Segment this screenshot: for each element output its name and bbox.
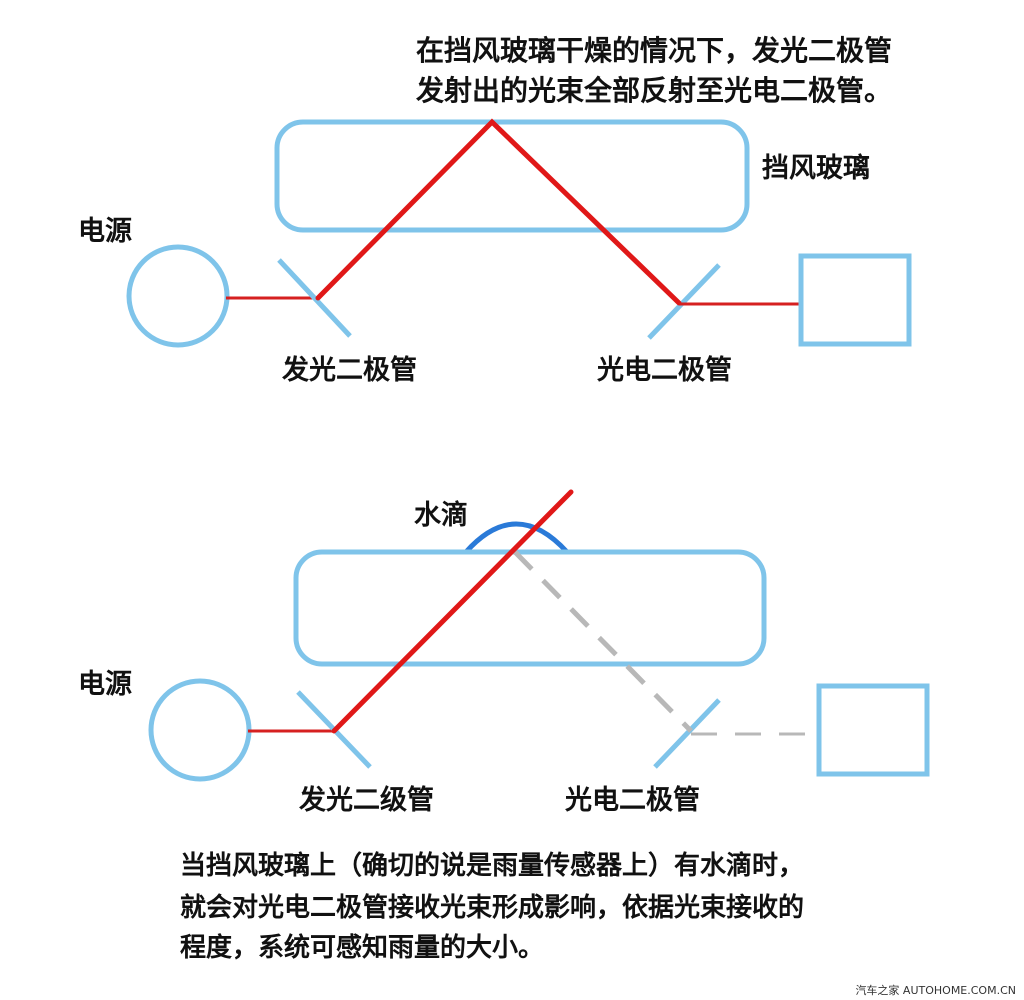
top-caption-line1: 在挡风玻璃干燥的情况下，发光二极管 — [416, 34, 892, 67]
windshield-shape-wet — [293, 549, 767, 667]
water-drop-label: 水滴 — [414, 499, 468, 531]
receiver-box-bottom — [816, 683, 930, 777]
water-drop-arc — [464, 521, 569, 554]
watermark: 汽车之家 AUTOHOME.COM.CN — [855, 983, 1016, 997]
receiver-diode-symbol — [647, 263, 721, 340]
receiver-diode-symbol-bottom — [653, 698, 721, 769]
power-source-circle-bottom — [148, 678, 252, 782]
emitter-label-bottom: 发光二级管 — [298, 784, 434, 816]
description-line1: 当挡风玻璃上（确切的说是雨量传感器上）有水滴时， — [180, 850, 804, 881]
refracted-light-beam — [331, 489, 574, 734]
emitter-label: 发光二极管 — [281, 354, 417, 386]
windshield-label: 挡风玻璃 — [762, 153, 870, 184]
blocked-beam-path — [513, 550, 693, 733]
description-text: 当挡风玻璃上（确切的说是雨量传感器上）有水滴时， 就会对光电二极管接收光束形成影… — [180, 850, 804, 963]
windshield-shape — [274, 119, 750, 233]
description-line3: 程度，系统可感知雨量的大小。 — [180, 932, 544, 963]
bottom-diagram: 水滴 电源 发光二级管 光电二极管 — [78, 489, 930, 816]
power-label: 电源 — [78, 216, 132, 247]
description-line2: 就会对光电二极管接收光束形成影响，依据光束接收的 — [180, 892, 804, 923]
power-label-bottom: 电源 — [78, 669, 132, 700]
emitter-diode-symbol — [277, 258, 352, 338]
receiver-label: 光电二极管 — [596, 355, 732, 386]
top-caption-line2: 发射出的光束全部反射至光电二极管。 — [415, 74, 892, 107]
top-diagram: 在挡风玻璃干燥的情况下，发光二极管 发射出的光束全部反射至光电二极管。 挡风玻璃… — [78, 34, 912, 386]
receiver-box — [798, 253, 912, 347]
reflected-light-beam — [315, 118, 682, 306]
power-source-circle — [126, 244, 230, 348]
receiver-label-bottom: 光电二极管 — [564, 785, 700, 816]
